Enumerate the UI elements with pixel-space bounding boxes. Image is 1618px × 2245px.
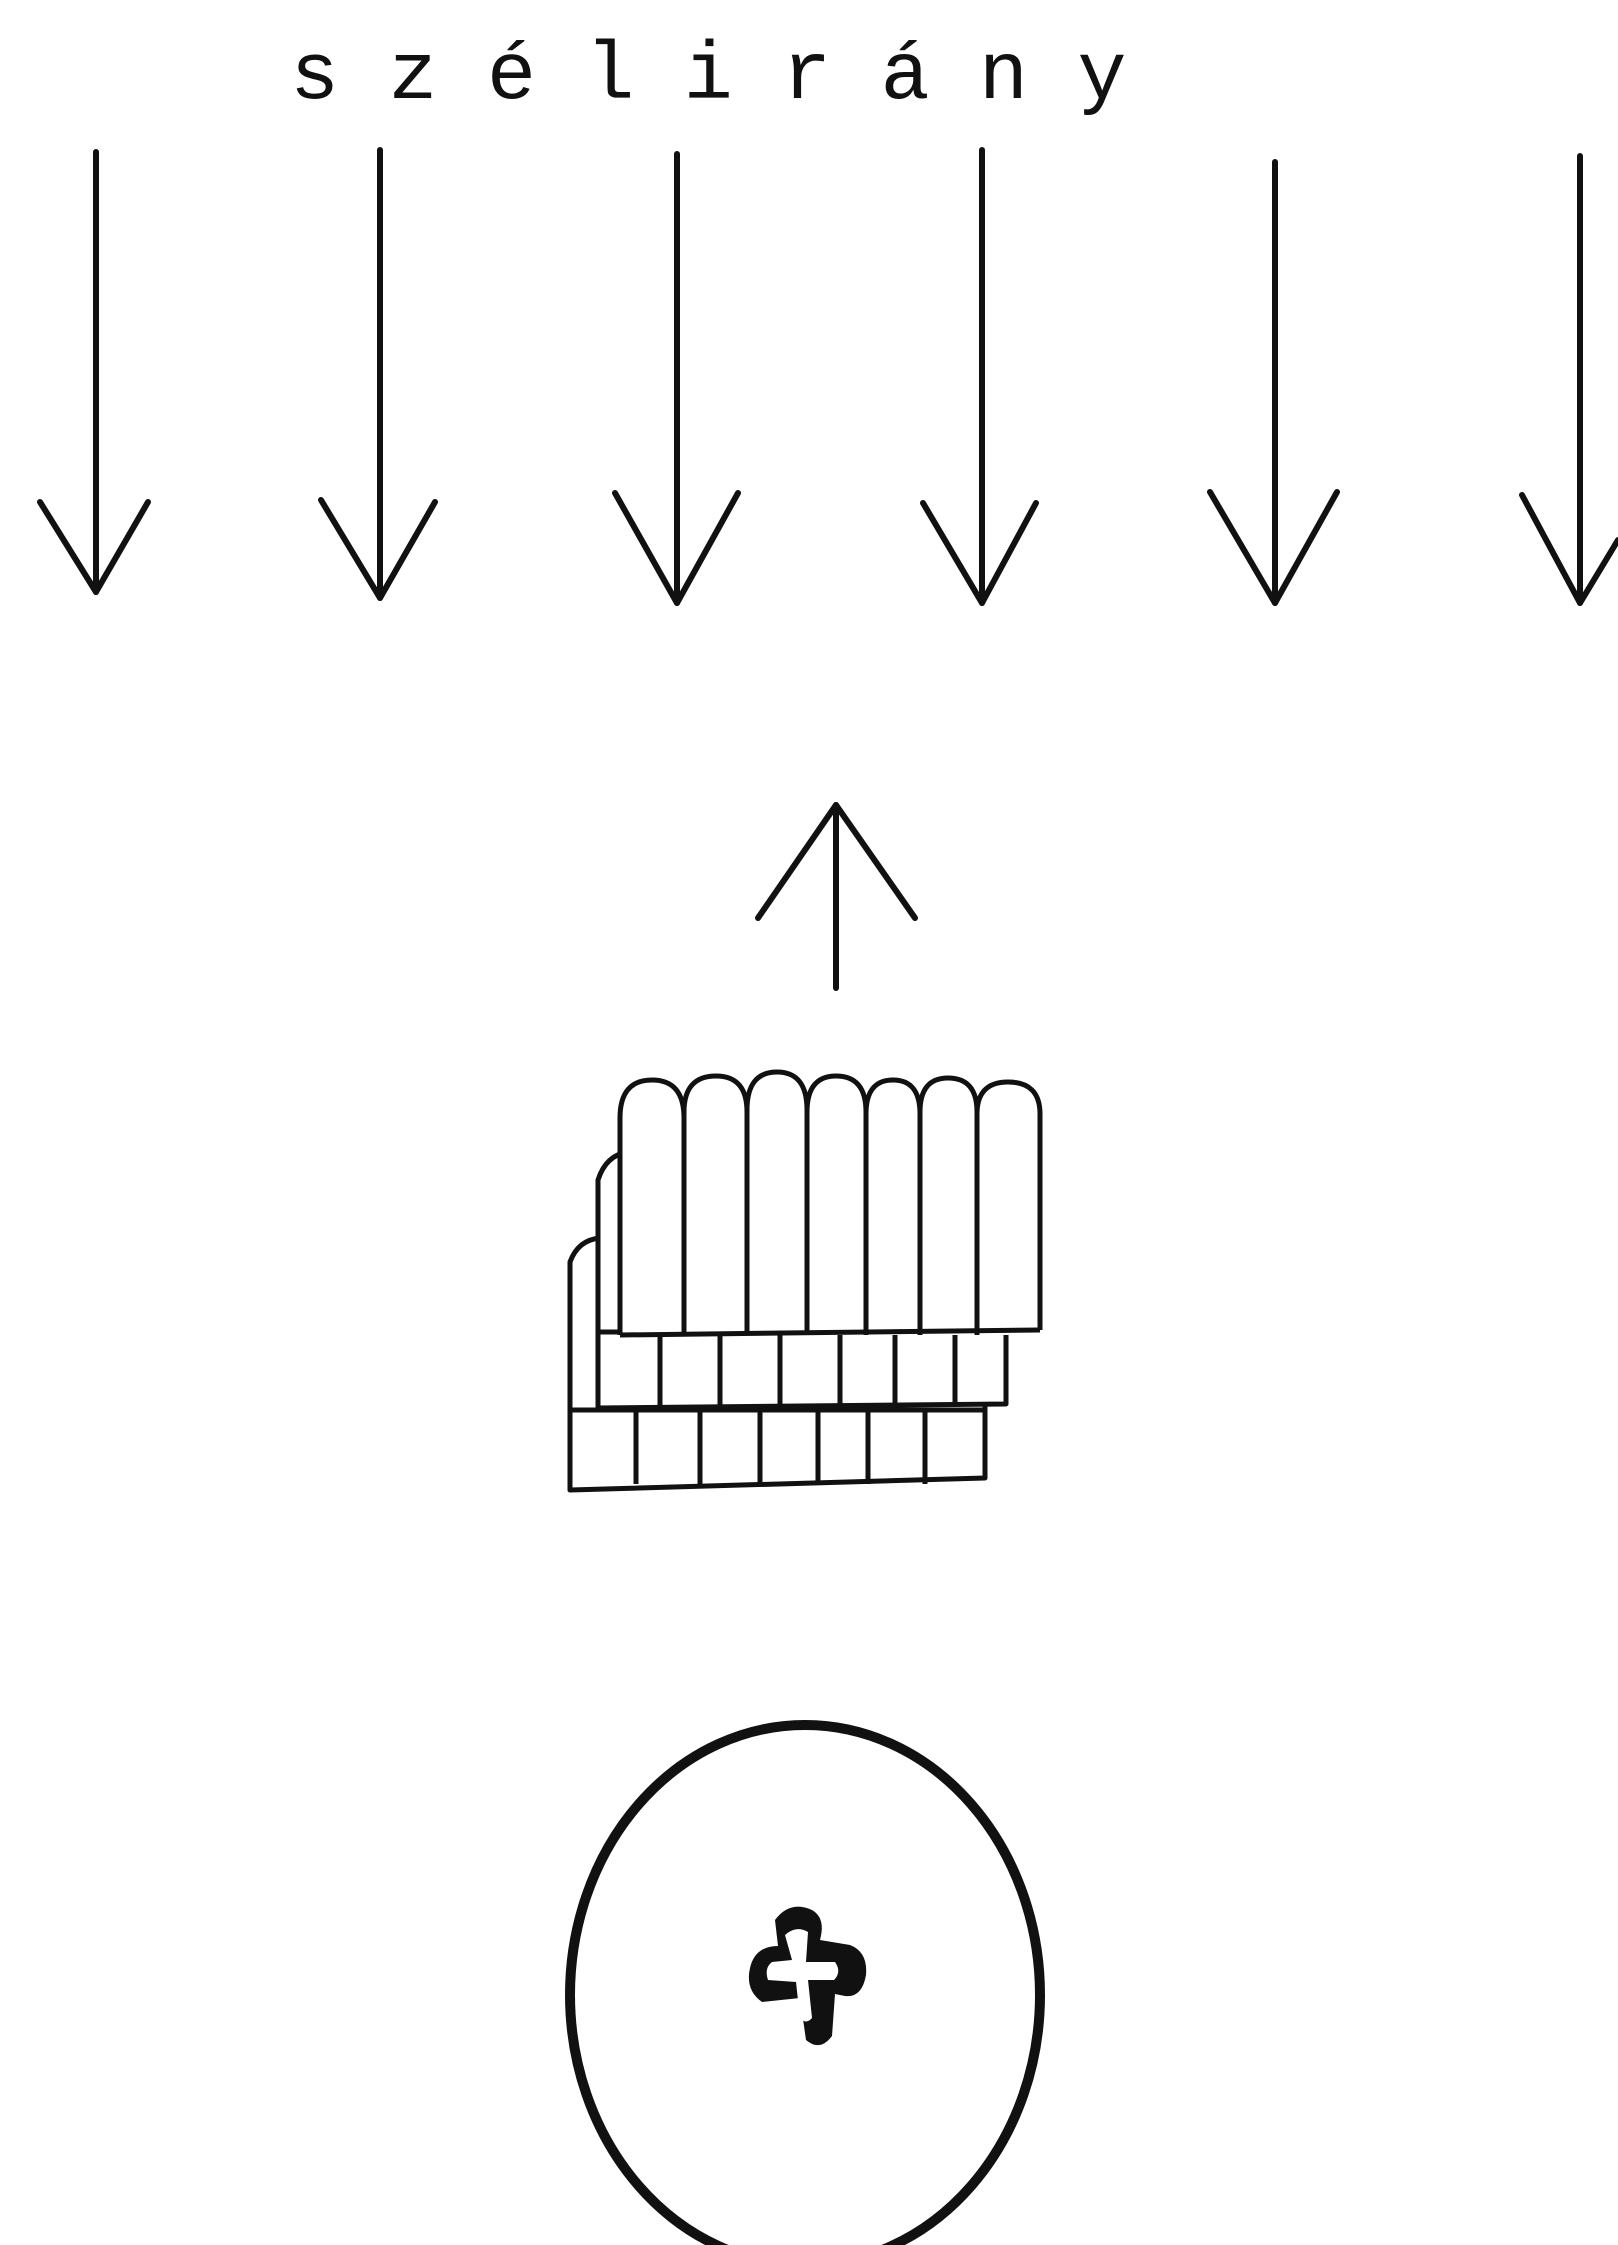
- panel-layer-front: [617, 1069, 1043, 1338]
- panel-slat: [804, 1073, 869, 1335]
- wind-arrow: [612, 151, 741, 606]
- stacked-panels: [567, 1069, 1043, 1493]
- panel-slat: [681, 1073, 750, 1335]
- panel-slat: [917, 1075, 980, 1335]
- wind-arrow: [318, 147, 438, 601]
- object-direction-arrow: [755, 802, 918, 991]
- wind-direction-arrows: [37, 147, 1618, 606]
- panel-slat: [863, 1077, 923, 1335]
- wind-arrow: [1207, 159, 1340, 606]
- cross-icon: [748, 1906, 867, 2046]
- target-circle: [565, 1720, 1045, 2245]
- panel-slat: [744, 1069, 810, 1335]
- panel-slat: [617, 1077, 687, 1335]
- wind-arrow: [920, 147, 1039, 606]
- circle-target-with-cross: [565, 1720, 1045, 2245]
- wind-arrow: [1519, 153, 1618, 606]
- panel-slat: [974, 1079, 1043, 1335]
- wind-direction-label: s z é l i r á n y: [290, 30, 1127, 123]
- wind-arrow: [37, 149, 151, 595]
